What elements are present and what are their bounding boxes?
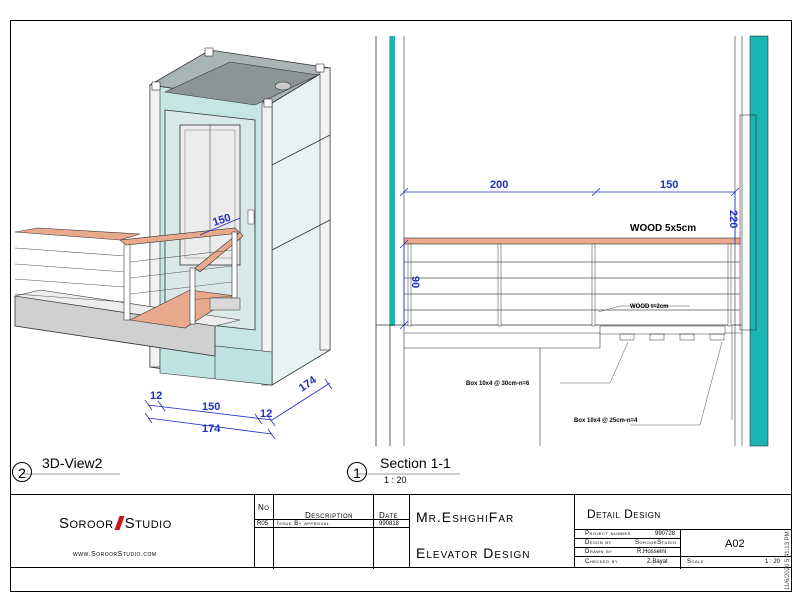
sheet-title: Detail Design (587, 507, 661, 521)
studio-logo: Soroor Studio (59, 515, 172, 532)
inner-railing (119, 227, 244, 325)
website-link[interactable]: www.SoroorStudio.com (73, 551, 157, 558)
checked-by: Z.Bayat (647, 559, 668, 565)
dim-3d-174-side: 174 (297, 374, 320, 395)
label-box-1: Box 10x4 @ 30cm-n=6 (466, 381, 530, 387)
sheet-info-cell: Detail Design Project number 990728 Desg… (575, 494, 792, 569)
revision-table: No Description Date R05 Issue By approva… (255, 494, 410, 569)
design-by-label: Desgn by (585, 540, 612, 546)
rev-header-desc: Description (305, 511, 353, 520)
logo-slash-icon (114, 516, 125, 530)
dim-3d-12-left: 12 (150, 390, 162, 402)
dim-section-200: 200 (490, 179, 508, 191)
project-name: Elevator Design (416, 545, 531, 561)
dim-section-90: 90 (409, 276, 421, 288)
view-number-right: 1 (347, 462, 367, 482)
logo-cell: Soroor Studio www.SoroorStudio.com (10, 494, 255, 568)
view-scale-right: 1 : 20 (384, 475, 407, 485)
label-wood-floor: WOOD t=2cm (630, 304, 669, 310)
client-project-cell: Mr.EshghiFar Elevator Design (410, 494, 575, 568)
checked-by-label: Checked by (585, 559, 619, 565)
label-wood-rail: WOOD 5x5cm (630, 223, 696, 234)
view-title-left: 3D-View2 (42, 455, 103, 471)
title-block: Soroor Studio www.SoroorStudio.com No Des… (10, 494, 792, 569)
rev-header-no: No (258, 503, 270, 512)
section-view (375, 35, 769, 447)
elevator-3d-view (14, 47, 333, 440)
dim-3d-150-top: 150 (211, 212, 232, 229)
logo-text-right: Studio (124, 515, 172, 532)
print-timestamp: 11/6/2020 5:41:13 PM (785, 531, 791, 590)
sheet-number: A02 (725, 538, 745, 550)
dim-section-220: 220 (727, 210, 739, 228)
label-box-2: Box 10x4 @ 25cm-n=4 (574, 418, 638, 424)
dim-section-150: 150 (660, 179, 678, 191)
drawn-by-label: Drawn by (585, 549, 613, 555)
scale-value: 1 : 20 (765, 559, 781, 565)
drawing-sheet-border (10, 20, 792, 592)
logo-text-left: Soroor (59, 515, 114, 532)
dimension-lines-3d (144, 217, 333, 440)
rev-desc: Issue By approval (277, 521, 330, 527)
dim-3d-174-bottom: 174 (202, 423, 221, 435)
rev-no: R05 (257, 521, 269, 527)
rev-date: 990818 (379, 521, 400, 527)
project-number-label: Project number (585, 531, 632, 537)
view-number-left: 2 (12, 462, 32, 482)
drawing-area: 150 12 150 12 174 174 (14, 35, 769, 475)
rev-header-date: Date (379, 511, 399, 520)
design-by: SoroorStudio (635, 540, 677, 546)
dim-3d-150-bottom: 150 (202, 401, 220, 413)
dim-3d-12-right: 12 (260, 408, 272, 420)
scale-label: Scale (687, 559, 704, 565)
drawn-by: R.Hosseini (637, 549, 667, 555)
view-title-right: Section 1-1 (380, 455, 451, 471)
project-number: 990728 (655, 531, 676, 537)
client-name: Mr.EshghiFar (416, 509, 515, 525)
